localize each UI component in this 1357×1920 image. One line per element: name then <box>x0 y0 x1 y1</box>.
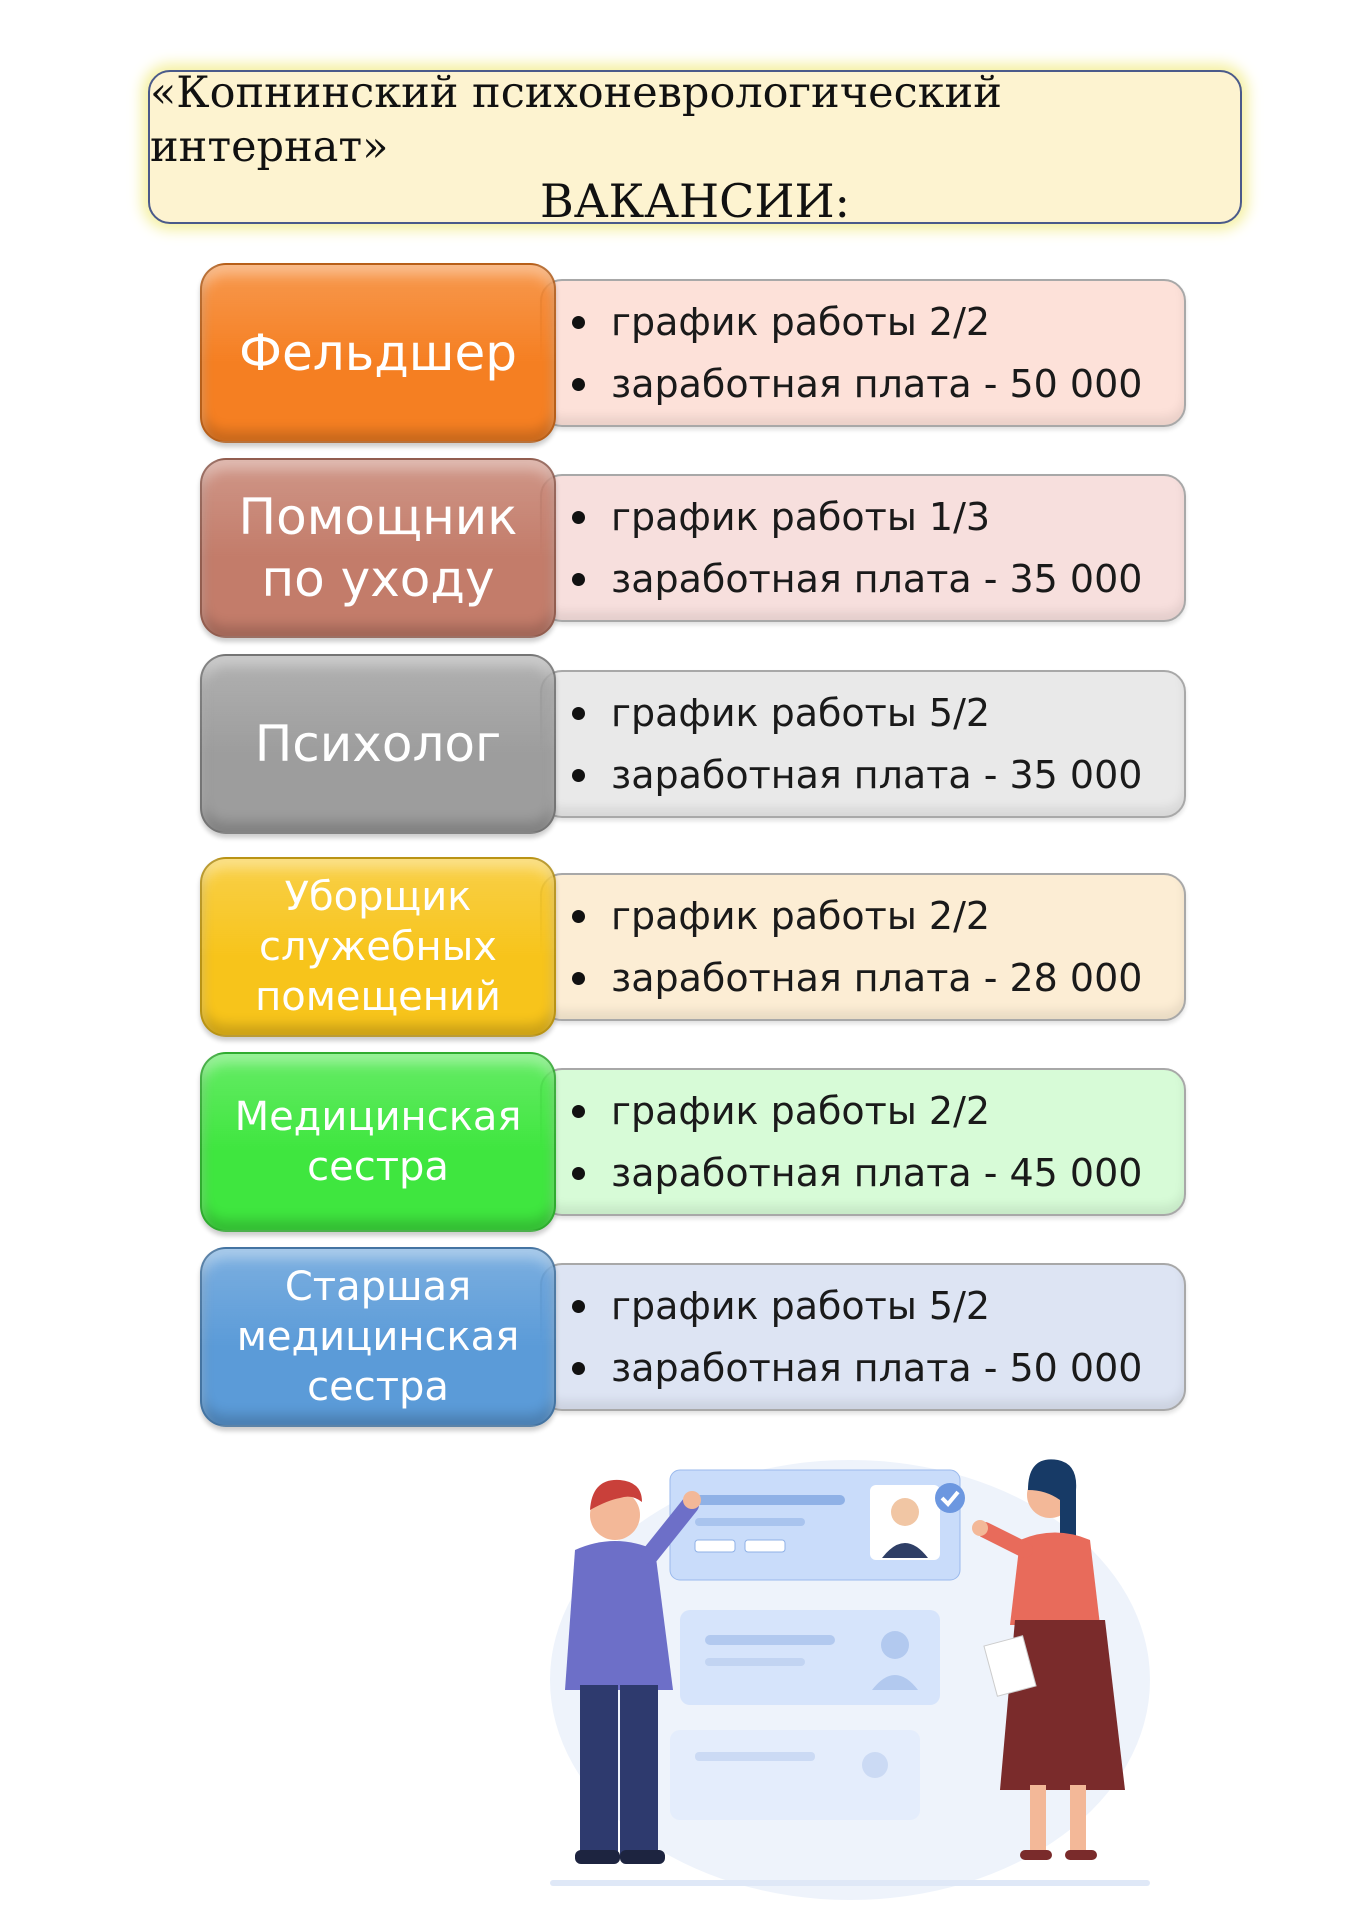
header-organization-name: «Копнинский психоневрологический интерна… <box>150 68 1002 172</box>
bullet-icon <box>572 1299 585 1313</box>
woman-with-document-icon <box>972 1459 1125 1860</box>
bullet-icon <box>572 706 585 720</box>
bullet-icon <box>572 315 585 329</box>
vacancy-schedule-text: график работы 2/2 <box>611 1089 991 1133</box>
recruitment-illustration <box>550 1459 1150 1900</box>
vacancy-row: график работы 1/3 заработная плата - 35 … <box>200 458 1190 644</box>
vacancy-title: Фельдшер <box>238 324 518 382</box>
vacancy-schedule-text: график работы 1/3 <box>611 495 991 539</box>
bullet-icon <box>572 1361 585 1375</box>
vacancy-salary: заработная плата - 50 000 <box>572 1337 1184 1399</box>
bullet-icon <box>572 909 585 923</box>
vacancy-row: график работы 5/2 заработная плата - 35 … <box>200 654 1190 840</box>
vacancy-title-box: Медицинская сестра <box>200 1052 556 1232</box>
vacancy-details: график работы 2/2 заработная плата - 28 … <box>540 873 1186 1021</box>
vacancy-title: Уборщик служебных помещений <box>255 874 501 1020</box>
vacancy-salary-text: заработная плата - 50 000 <box>611 362 1143 406</box>
vacancy-details: график работы 5/2 заработная плата - 35 … <box>540 670 1186 818</box>
vacancy-schedule: график работы 5/2 <box>572 1275 1184 1337</box>
vacancy-title-box: Уборщик служебных помещений <box>200 857 556 1037</box>
vacancy-salary-text: заработная плата - 50 000 <box>611 1346 1143 1390</box>
vacancy-salary-text: заработная плата - 35 000 <box>611 753 1143 797</box>
vacancy-schedule: график работы 5/2 <box>572 682 1184 744</box>
vacancy-details: график работы 2/2 заработная плата - 50 … <box>540 279 1186 427</box>
vacancy-title-box: Фельдшер <box>200 263 556 443</box>
vacancy-details: график работы 2/2 заработная плата - 45 … <box>540 1068 1186 1216</box>
vacancy-salary: заработная плата - 35 000 <box>572 744 1184 806</box>
vacancy-salary: заработная плата - 50 000 <box>572 353 1184 415</box>
bullet-icon <box>572 971 585 985</box>
vacancy-row: график работы 5/2 заработная плата - 50 … <box>200 1247 1190 1433</box>
vacancy-title: Старшая медицинская сестра <box>236 1264 520 1410</box>
vacancy-schedule: график работы 2/2 <box>572 1080 1184 1142</box>
vacancy-salary-text: заработная плата - 28 000 <box>611 956 1143 1000</box>
bullet-icon <box>572 510 585 524</box>
vacancy-title: Психолог <box>254 715 502 773</box>
vacancy-title-box: Старшая медицинская сестра <box>200 1247 556 1427</box>
recruiter-man-icon <box>565 1479 701 1864</box>
header-vacancies-title: ВАКАНСИИ: <box>539 174 851 228</box>
candidate-profile-cards-icon <box>669 1469 965 1820</box>
bullet-icon <box>572 768 585 782</box>
vacancy-salary-text: заработная плата - 45 000 <box>611 1151 1143 1195</box>
bullet-icon <box>572 572 585 586</box>
vacancy-salary: заработная плата - 28 000 <box>572 947 1184 1009</box>
vacancy-row: график работы 2/2 заработная плата - 28 … <box>200 857 1190 1043</box>
vacancy-schedule: график работы 2/2 <box>572 291 1184 353</box>
vacancy-details: график работы 5/2 заработная плата - 50 … <box>540 1263 1186 1411</box>
vacancy-schedule-text: график работы 5/2 <box>611 1284 991 1328</box>
vacancy-salary: заработная плата - 35 000 <box>572 548 1184 610</box>
vacancy-schedule: график работы 1/3 <box>572 486 1184 548</box>
vacancy-schedule: график работы 2/2 <box>572 885 1184 947</box>
vacancy-details: график работы 1/3 заработная плата - 35 … <box>540 474 1186 622</box>
vacancy-schedule-text: график работы 2/2 <box>611 300 991 344</box>
vacancy-title: Медицинская сестра <box>234 1094 522 1190</box>
page-header: «Копнинский психоневрологический интерна… <box>148 68 1242 228</box>
vacancy-salary-text: заработная плата - 35 000 <box>611 557 1143 601</box>
vacancy-title-box: Помощник по уходу <box>200 458 556 638</box>
vacancy-schedule-text: график работы 5/2 <box>611 691 991 735</box>
vacancy-row: график работы 2/2 заработная плата - 50 … <box>200 263 1190 449</box>
vacancy-schedule-text: график работы 2/2 <box>611 894 991 938</box>
vacancy-title-box: Психолог <box>200 654 556 834</box>
bullet-icon <box>572 377 585 391</box>
bullet-icon <box>572 1166 585 1180</box>
ground-line-icon <box>550 1880 1150 1886</box>
vacancy-salary: заработная плата - 45 000 <box>572 1142 1184 1204</box>
bullet-icon <box>572 1104 585 1118</box>
vacancy-row: график работы 2/2 заработная плата - 45 … <box>200 1052 1190 1238</box>
vacancy-title: Помощник по уходу <box>238 488 518 608</box>
